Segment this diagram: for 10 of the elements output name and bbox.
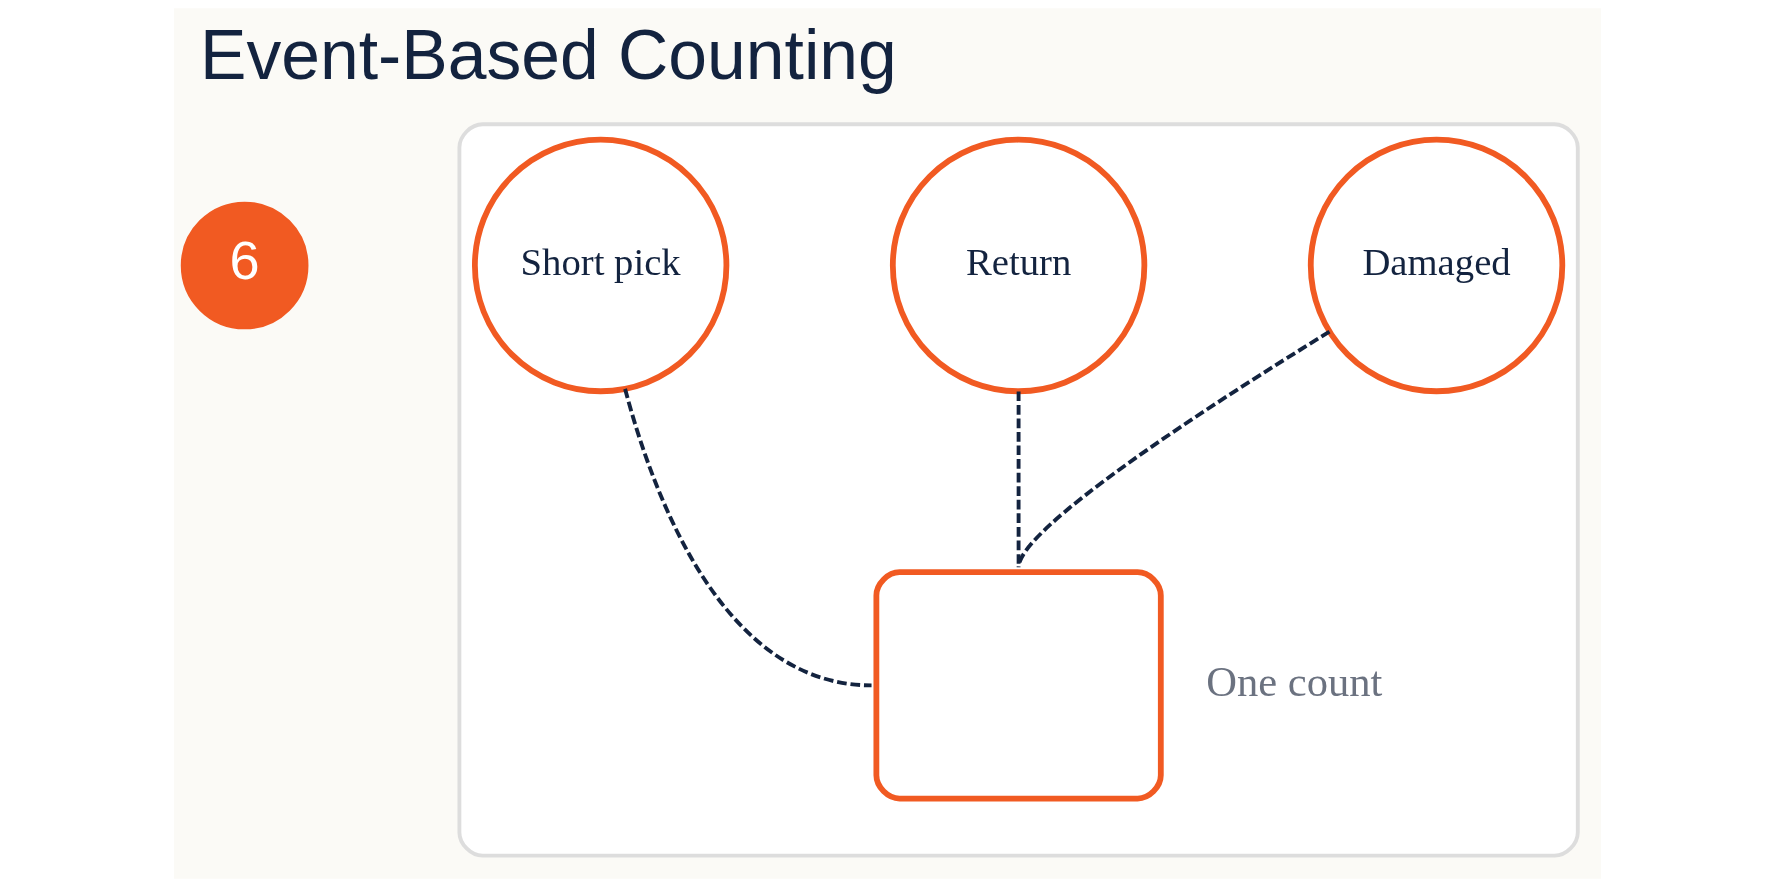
node-label: One count: [1205, 658, 1382, 706]
node-circle: Damaged: [1307, 136, 1565, 395]
cluster: [456, 122, 1580, 858]
node-circle: Short pick: [471, 136, 729, 395]
connector: [622, 388, 872, 688]
connector: [1016, 330, 1330, 568]
node-circle: Return: [889, 136, 1147, 395]
diagram-title: Event-Based Counting: [199, 16, 897, 95]
node-circle: 6: [180, 201, 308, 330]
node-box: [872, 569, 1164, 802]
